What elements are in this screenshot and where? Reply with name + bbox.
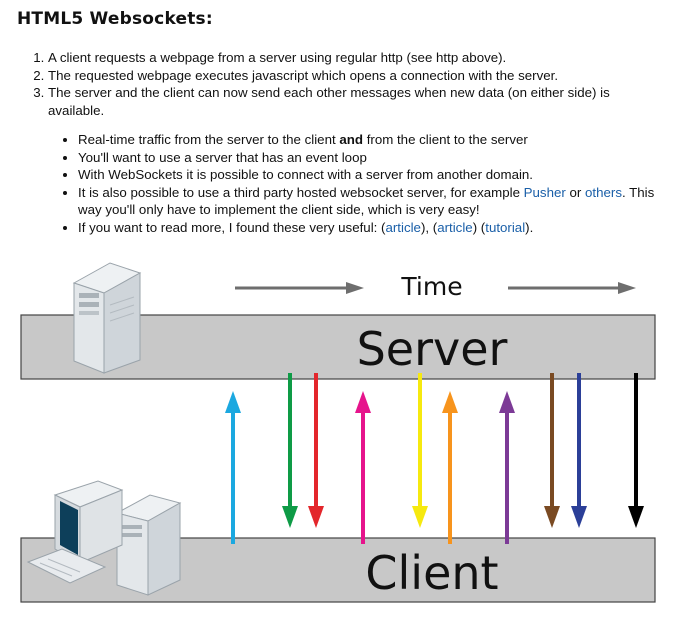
arrow-down	[544, 373, 560, 528]
list-item: The requested webpage executes javascrip…	[48, 67, 648, 85]
arrow-up	[442, 391, 458, 544]
pusher-link[interactable]: Pusher	[523, 184, 566, 200]
websocket-diagram: Server Client Time	[20, 262, 656, 603]
list-item: If you want to read more, I found these …	[78, 219, 678, 237]
arrow-down	[308, 373, 324, 528]
note-text: ) (	[472, 219, 486, 235]
message-arrows	[225, 373, 644, 544]
note-text: It is also possible to use a third party…	[78, 184, 524, 200]
arrow-up	[355, 391, 371, 544]
list-item: Real-time traffic from the server to the…	[78, 131, 678, 149]
note-text: or	[565, 184, 586, 200]
article-link-1[interactable]: article	[385, 219, 421, 235]
list-item: It is also possible to use a third party…	[78, 184, 678, 219]
note-text: . This way you'll only have to implement…	[78, 184, 655, 218]
arrow-down	[571, 373, 587, 528]
list-item: The server and the client can now send e…	[48, 84, 648, 119]
desktop-computer-icon	[26, 480, 182, 596]
server-label: Server	[357, 322, 508, 376]
arrow-down	[628, 373, 644, 528]
steps-list: A client requests a webpage from a serve…	[0, 49, 648, 119]
notes-list: Real-time traffic from the server to the…	[0, 131, 678, 236]
arrow-down	[282, 373, 298, 528]
note-bold: and	[339, 132, 363, 147]
time-axis	[235, 282, 636, 294]
note-text: ).	[525, 219, 534, 235]
note-text: ), (	[420, 219, 438, 235]
note-text: If you want to read more, I found these …	[78, 219, 386, 235]
server-tower-icon	[72, 262, 142, 374]
note-text: Real-time traffic from the server to the…	[78, 132, 340, 147]
client-label: Client	[365, 546, 498, 600]
article-link-2[interactable]: article	[437, 219, 473, 235]
arrow-down	[412, 373, 428, 528]
list-item: A client requests a webpage from a serve…	[48, 49, 648, 67]
note-text: from the client to the server	[363, 132, 528, 147]
arrow-up	[225, 391, 241, 544]
page-title: HTML5 Websockets:	[17, 9, 213, 29]
tutorial-link[interactable]: tutorial	[485, 219, 526, 235]
time-label: Time	[400, 272, 462, 301]
list-item: With WebSockets it is possible to connec…	[78, 166, 678, 184]
list-item: You'll want to use a server that has an …	[78, 149, 678, 167]
arrow-up	[499, 391, 515, 544]
others-link[interactable]: others	[585, 184, 622, 200]
